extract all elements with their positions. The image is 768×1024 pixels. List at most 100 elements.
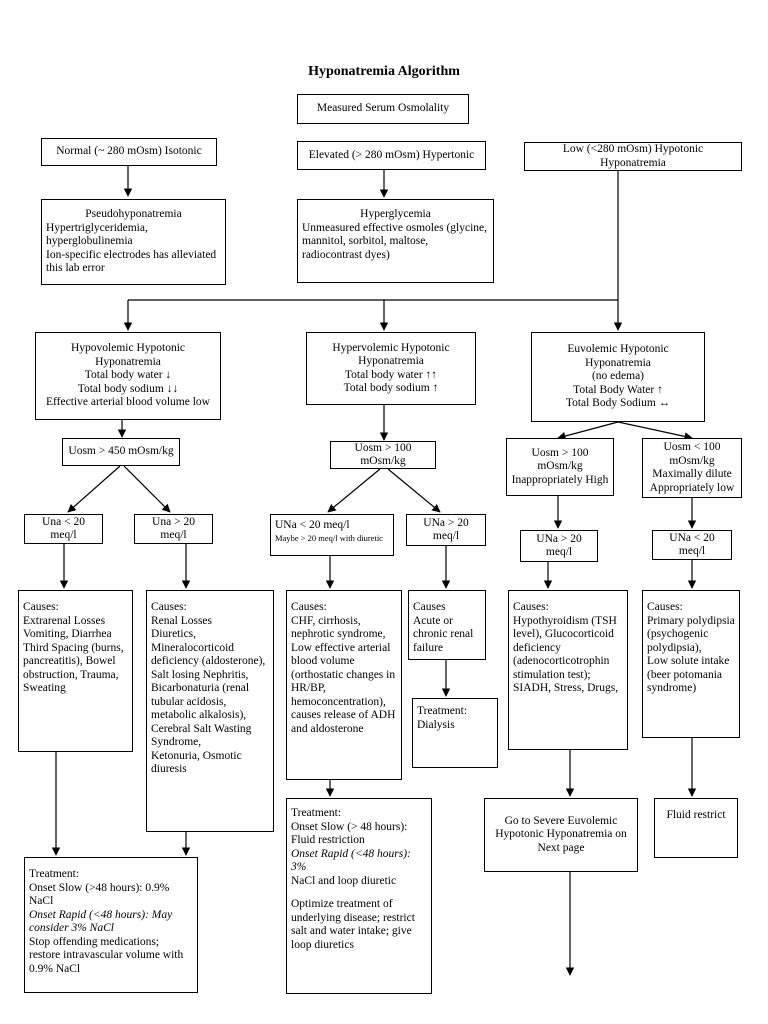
polydipsia-line: Primary polydipsia (psychogenic polydips…	[647, 614, 735, 654]
siadh-line: SIADH, Stress, Drugs,	[513, 682, 619, 694]
renal-line: Ketonuria, Osmotic diuresis	[151, 749, 242, 776]
uosm-450-box: Uosm > 450 mOsm/kg	[62, 438, 180, 466]
siadh-line: Hypothyroidism (TSH level), Glucocortico…	[513, 614, 617, 654]
fluid-restrict-box: Fluid restrict	[654, 798, 738, 858]
normal-label: Normal (~ 280 mOsm) Isotonic	[56, 145, 202, 158]
chf-line: CHF, cirrhosis, nephrotic syndrome,	[291, 614, 386, 641]
una-lt-20-box: Una < 20 meq/l	[24, 514, 103, 544]
renal-line: Diuretics,	[151, 628, 197, 640]
siadh-line: (adenocorticotrophin stimulation test);	[513, 655, 610, 681]
una-gt-20-euvolemic-box: UNa > 20 meq/l	[520, 530, 598, 562]
treat-hyper-line: Optimize treatment of underlying disease…	[291, 898, 415, 951]
uosm-inappropriately-high-box: Uosm > 100 mOsm/kg Inappropriately High	[506, 438, 614, 496]
hypovolemic-line: Effective arterial blood volume low	[46, 396, 210, 409]
uosm-100-box: Uosm > 100 mOsm/kg	[330, 441, 436, 469]
pseudo-line: Hypertriglyceridemia, hyperglobulinemia	[46, 221, 148, 248]
dialysis-line: Dialysis	[417, 718, 455, 731]
arrow-uosm450-una-gt	[123, 465, 171, 513]
pseudo-title: Pseudohyponatremia	[85, 208, 182, 220]
siadh-line: Causes:	[513, 601, 549, 613]
una-gt-20-hypervolemic-box: UNa > 20 meq/l	[406, 514, 486, 546]
hyperglycemia-title: Hyperglycemia	[360, 208, 431, 220]
treat-hyper-line: Treatment:	[291, 807, 342, 819]
arrow-uosm100-una-gt	[387, 468, 441, 513]
elevated-hypertonic-box: Elevated (> 280 mOsm) Hypertonic	[297, 141, 486, 170]
una-gt-20-c-label: UNa > 20 meq/l	[536, 532, 582, 559]
hypovolemic-line: Total body sodium ↓↓	[77, 382, 179, 395]
una-lt-20-label: Una < 20 meq/l	[42, 515, 85, 542]
polydipsia-line: Low solute intake	[647, 655, 730, 667]
euvolemic-line: Total Body Water ↑	[573, 383, 663, 396]
hypovolemic-box: Hypovolemic Hypotonic Hyponatremia Total…	[35, 332, 221, 420]
hypervolemic-box: Hypervolemic Hypotonic Hyponatremia Tota…	[306, 332, 476, 405]
low-label: Low (<280 mOsm) Hypotonic Hyponatremia	[562, 143, 704, 169]
arrow-euvolemic-uosmhigh	[557, 421, 619, 441]
treat-hyper-line: Onset Rapid (<48 hours): 3%	[291, 847, 411, 874]
euvolemic-box: Euvolemic Hypotonic Hyponatremia (no ede…	[531, 332, 705, 422]
measured-serum-osmolality-box: Measured Serum Osmolality	[297, 94, 469, 124]
uosm-low-line: Maximally dilute	[652, 468, 732, 480]
goto-severe-euvolemic-box: Go to Severe Euvolemic Hypotonic Hyponat…	[484, 798, 638, 872]
causes-polydipsia-box: Causes: Primary polydipsia (psychogenic …	[642, 590, 740, 738]
hyperglycemia-line: Unmeasured effective osmoles (glycine, m…	[302, 221, 487, 261]
goto-severe-label: Go to Severe Euvolemic Hypotonic Hyponat…	[495, 814, 627, 854]
treat-hypo-line: Onset Rapid (<48 hours): May consider 3%…	[29, 908, 173, 935]
euvolemic-line: (no edema)	[591, 370, 645, 383]
causes-extrarenal-box: Causes: Extrarenal Losses Vomiting, Diar…	[18, 590, 133, 752]
treatment-hypervolemic-box: Treatment: Onset Slow (> 48 hours): Flui…	[286, 798, 432, 994]
causes-renal-box: Causes: Renal Losses Diuretics, Mineralo…	[146, 590, 274, 832]
uosm-low-line: Appropriately low	[649, 481, 735, 494]
una-lt-20-diuretic-line2: Maybe > 20 meq/l with diuretic	[275, 532, 383, 543]
renal-line: Bicarbonaturia (renal tubular acidosis,	[151, 682, 250, 708]
uosm-450-label: Uosm > 450 mOsm/kg	[68, 445, 174, 458]
hypovolemic-line: Hypovolemic Hypotonic Hyponatremia	[70, 342, 186, 368]
measured-label: Measured Serum Osmolality	[316, 102, 450, 115]
hypervolemic-line: Total body water ↑↑	[344, 368, 438, 381]
euvolemic-line: Total Body Sodium ↔	[565, 397, 671, 410]
treat-hypo-line: Treatment:	[29, 868, 80, 880]
hyperglycemia-box: Hyperglycemia Unmeasured effective osmol…	[297, 199, 494, 283]
uosm-high-line: Inappropriately High	[511, 473, 609, 486]
treat-hyper-line: Onset Slow (> 48 hours): Fluid restricti…	[291, 820, 408, 847]
dialysis-line: Treatment:	[417, 705, 468, 717]
normal-isotonic-box: Normal (~ 280 mOsm) Isotonic	[41, 138, 217, 166]
una-gt-20-label: Una > 20 meq/l	[152, 515, 195, 542]
uosm-appropriately-low-box: Uosm < 100 mOsm/kg Maximally dilute Appr…	[642, 438, 742, 498]
treatment-hypovolemic-box: Treatment: Onset Slow (>48 hours): 0.9% …	[24, 857, 198, 993]
arrow-uosm100-una-lt	[327, 468, 381, 513]
hypovolemic-line: Total body water ↓	[84, 369, 172, 382]
treat-hyper-line: NaCl and loop diuretic	[291, 874, 397, 887]
una-gt-20-box: Una > 20 meq/l	[134, 514, 213, 544]
fluid-restrict-label: Fluid restrict	[666, 809, 726, 821]
renal-line: Cerebral Salt Wasting Syndrome,	[151, 722, 252, 749]
una-lt-20-diuretic-box: UNa < 20 meq/l Maybe > 20 meq/l with diu…	[270, 514, 394, 556]
extrarenal-line: Vomiting, Diarrhea	[23, 628, 112, 640]
low-hypotonic-box: Low (<280 mOsm) Hypotonic Hyponatremia	[524, 142, 742, 171]
causes-siadh-box: Causes: Hypothyroidism (TSH level), Gluc…	[508, 590, 628, 750]
chf-line: Low effective arterial blood volume (ort…	[291, 641, 396, 735]
hypervolemic-line: Hypervolemic Hypotonic Hyponatremia	[332, 341, 450, 368]
renal-line: Salt losing Nephritis,	[151, 668, 249, 681]
polydipsia-line: Causes:	[647, 601, 683, 613]
treat-hypo-line: Onset Slow (>48 hours): 0.9% NaCl	[29, 881, 170, 908]
treatment-dialysis-box: Treatment: Dialysis	[412, 698, 498, 768]
chf-line: Causes:	[291, 601, 327, 613]
renal-line: metabolic alkalosis),	[151, 709, 247, 721]
causes-renal-failure-box: Causes Acute or chronic renal failure	[408, 590, 486, 660]
causes-chf-box: Causes: CHF, cirrhosis, nephrotic syndro…	[286, 590, 402, 780]
elevated-label: Elevated (> 280 mOsm) Hypertonic	[308, 148, 475, 161]
renal-failure-line: Acute or chronic renal failure	[413, 614, 474, 654]
una-lt-20-d-label: UNa < 20 meq/l	[669, 531, 715, 558]
hypervolemic-line: Total body sodium ↑	[343, 382, 439, 394]
renal-failure-line: Causes	[413, 601, 446, 613]
pseudo-line: Ion-specific electrodes has alleviated t…	[46, 248, 217, 275]
euvolemic-line: Euvolemic Hypotonic Hyponatremia	[567, 343, 669, 369]
arrow-uosm450-una-lt	[67, 465, 121, 513]
arrow-euvolemic-uosmlow	[617, 421, 693, 441]
renal-line: Mineralocorticoid deficiency (aldosteron…	[151, 641, 266, 668]
una-lt-20-euvolemic-box: UNa < 20 meq/l	[652, 530, 732, 560]
renal-line: Renal Losses	[151, 614, 213, 627]
polydipsia-line: (beer potomania syndrome)	[647, 668, 723, 695]
extrarenal-line: Causes:	[23, 601, 59, 613]
